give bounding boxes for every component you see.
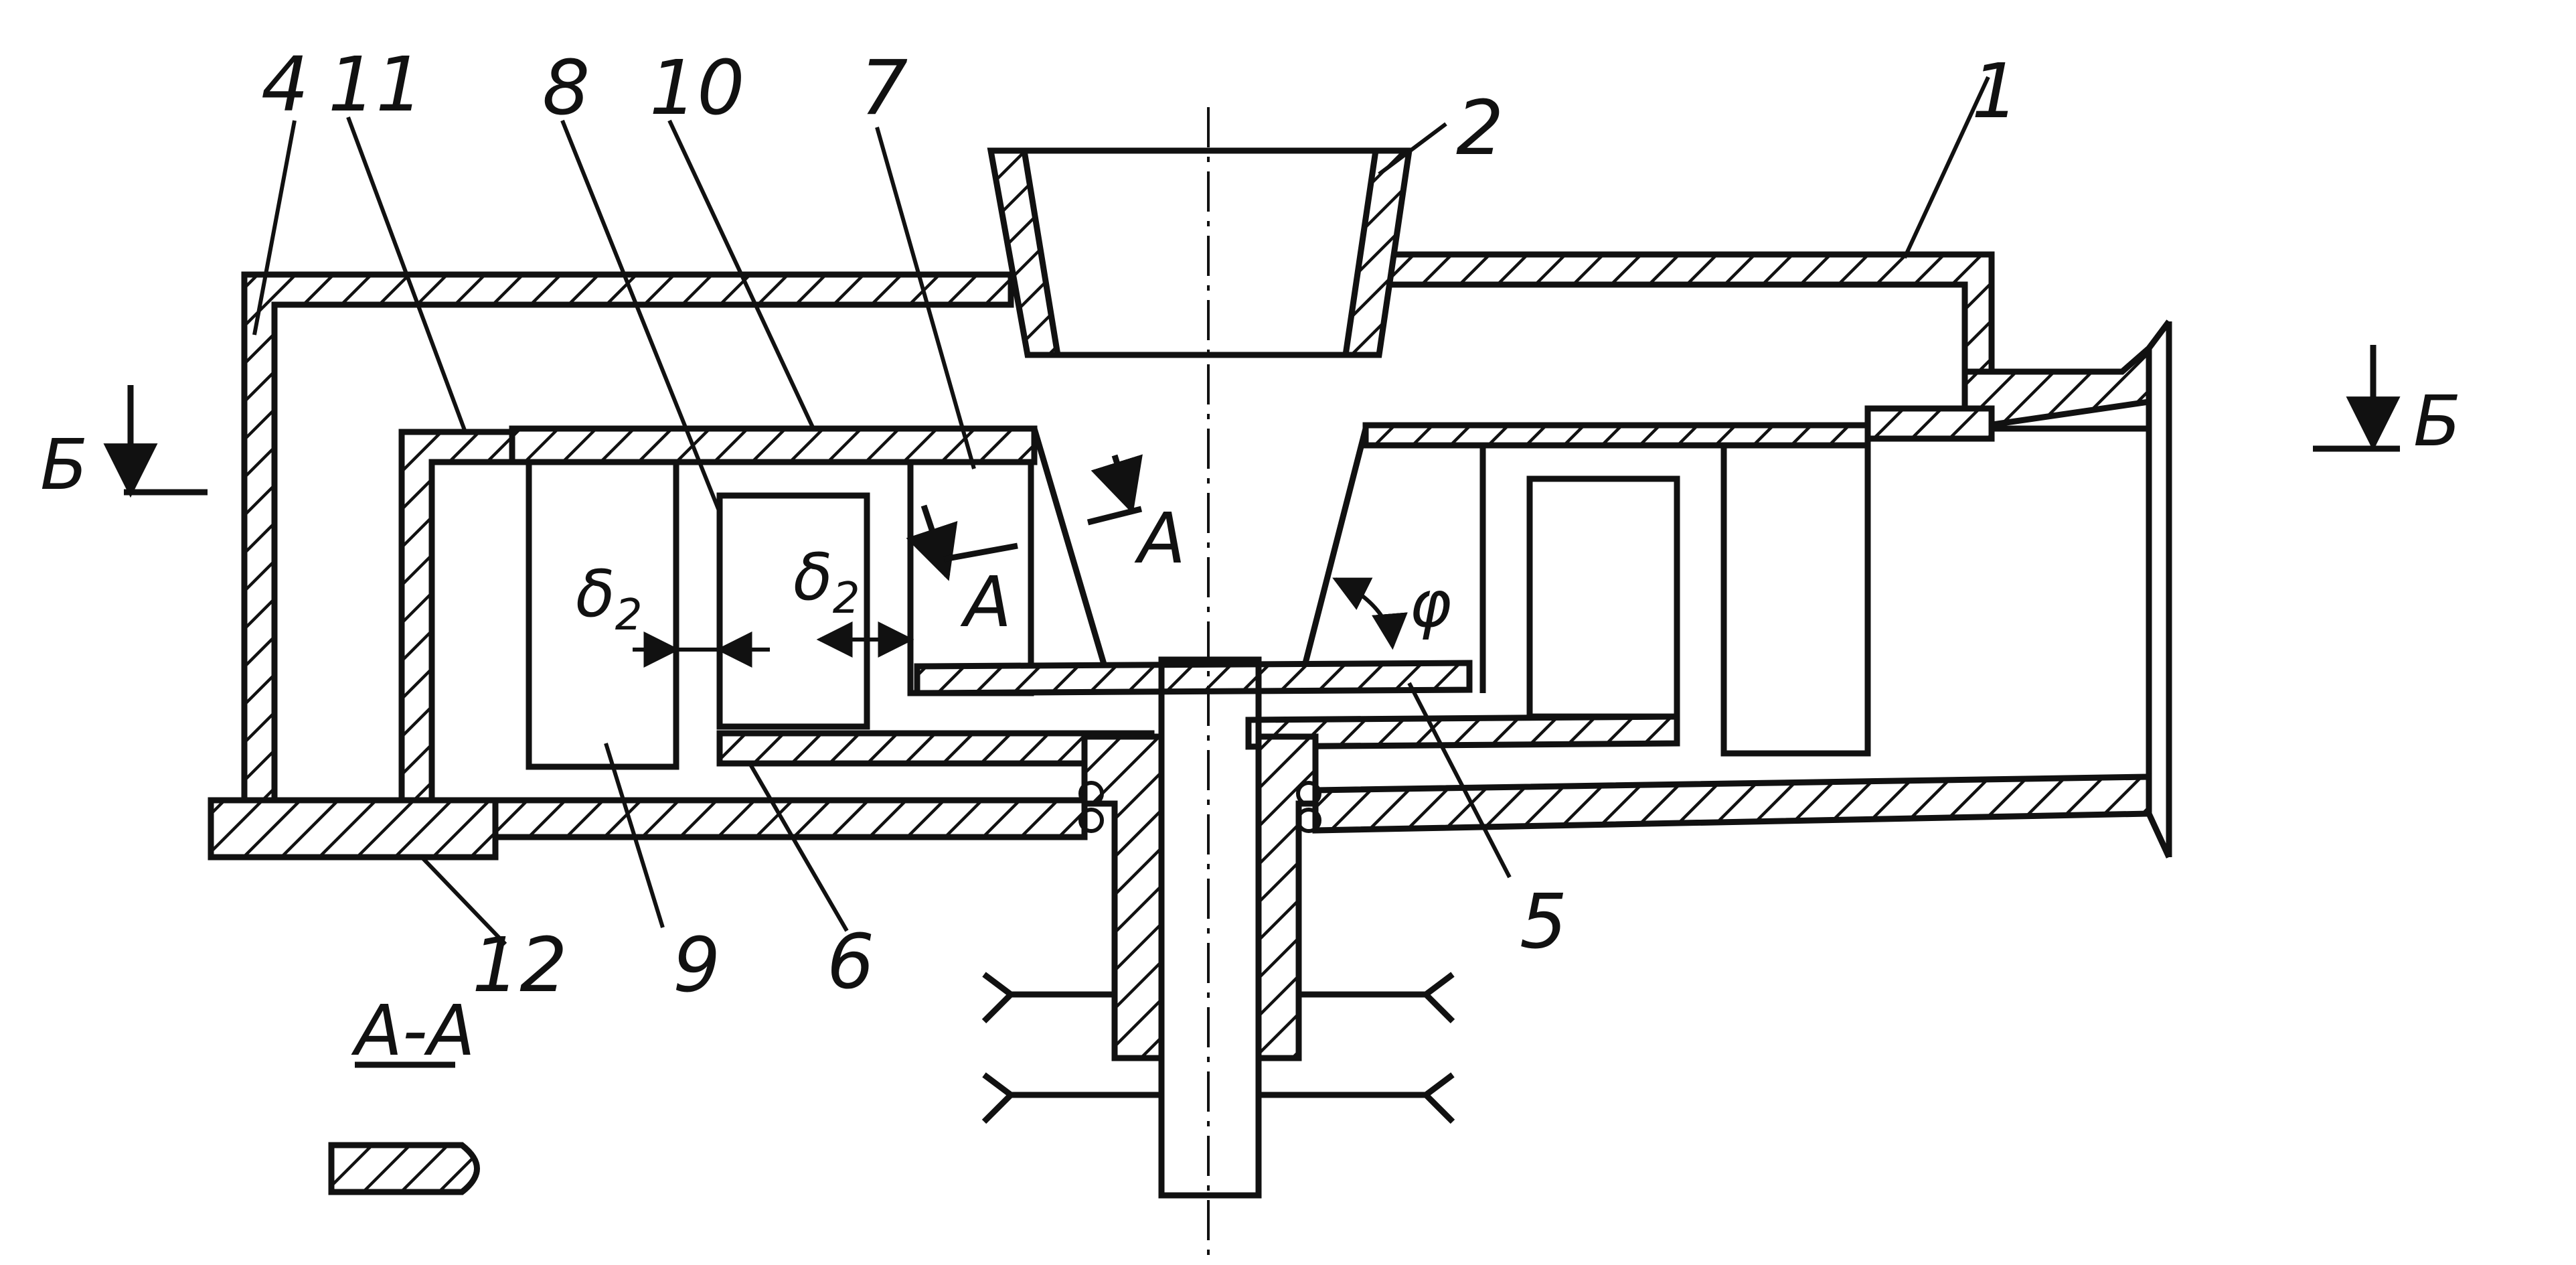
angle-arc bbox=[1332, 577, 1408, 650]
gap-symbol-right: δ2 bbox=[793, 540, 860, 623]
label-disk-upper: 5 bbox=[1520, 879, 1567, 966]
cone bbox=[1031, 427, 1369, 668]
gap-symbol-left-sub: 2 bbox=[615, 591, 643, 640]
leader-lines bbox=[252, 76, 1990, 946]
gap-symbol-left: δ2 bbox=[576, 556, 642, 640]
label-ring-9: 9 bbox=[673, 922, 720, 1009]
label-disk-lower: 6 bbox=[827, 919, 874, 1006]
label-lid: 11 bbox=[328, 42, 424, 129]
label-hopper: 2 bbox=[1456, 85, 1504, 172]
drum bbox=[208, 405, 2152, 861]
section-b-markers bbox=[103, 345, 2401, 498]
section-a-lower-label: A bbox=[960, 561, 1012, 643]
label-outer-wall: 4 bbox=[261, 42, 309, 129]
shaft bbox=[981, 656, 1455, 1199]
label-ring-10: 10 bbox=[649, 45, 745, 132]
hopper bbox=[987, 147, 1413, 358]
section-b-left-label: Б bbox=[40, 424, 88, 506]
section-b-right-label: Б bbox=[2413, 380, 2461, 462]
gap-dimensions bbox=[633, 621, 914, 668]
angle-symbol: φ bbox=[1409, 567, 1451, 642]
section-a-a-label: A-A bbox=[351, 990, 475, 1071]
label-ring-8: 8 bbox=[542, 45, 590, 132]
disks bbox=[716, 660, 1680, 767]
gap-symbol-left-main: δ bbox=[576, 556, 615, 631]
gap-symbol-right-sub: 2 bbox=[833, 574, 860, 623]
label-cone: 7 bbox=[860, 45, 908, 132]
label-flange: 12 bbox=[472, 922, 568, 1009]
label-housing: 1 bbox=[1971, 48, 2019, 135]
section-a-markers bbox=[906, 454, 1143, 581]
gap-symbol-right-main: δ bbox=[793, 540, 833, 615]
section-a-a-profile bbox=[328, 1142, 480, 1195]
section-a-upper-label: A bbox=[1134, 498, 1186, 579]
